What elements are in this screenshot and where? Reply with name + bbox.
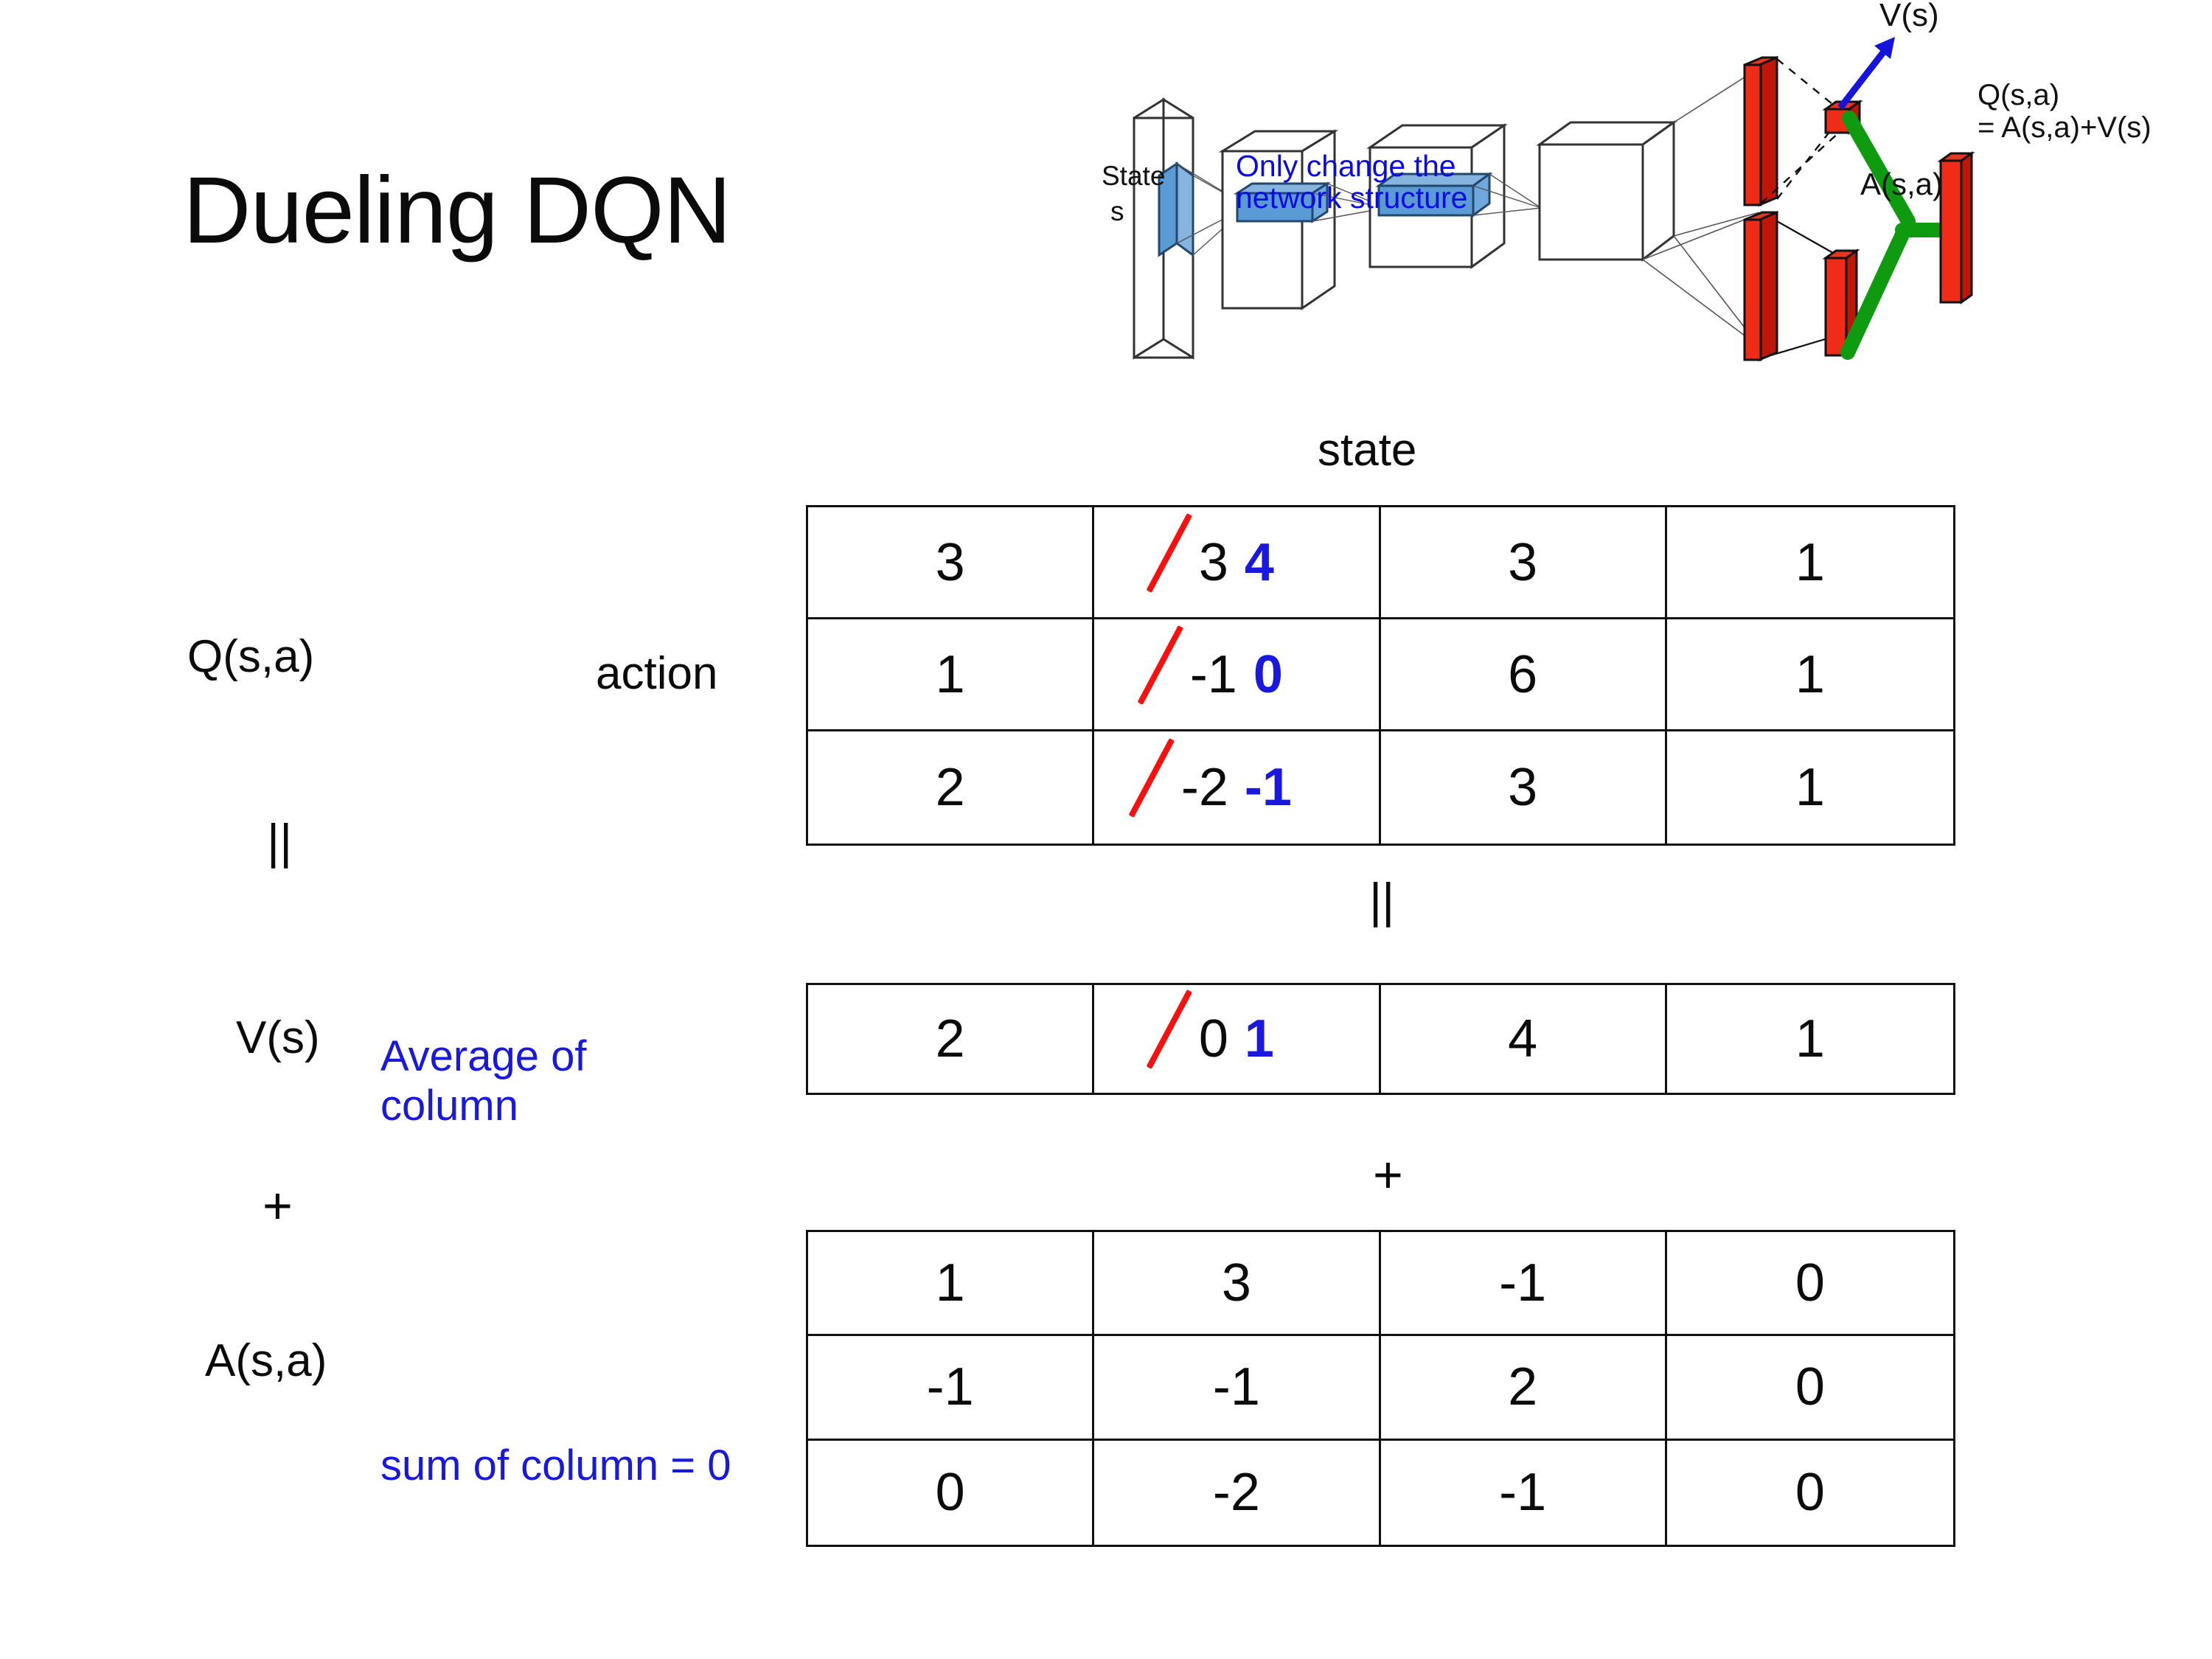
table-cell: 0: [1795, 1463, 1825, 1523]
dueling-network-diagram: State s Only change the network structur…: [1091, 0, 2212, 428]
value-stream-bar: [1743, 55, 1778, 207]
page-title: Dueling DQN: [183, 158, 731, 263]
table-cell: -2: [1094, 1440, 1381, 1545]
table-cell-updated: -2 -1: [1094, 731, 1381, 844]
old-value-struck: 3: [1146, 512, 1228, 593]
old-value-struck: 0: [1146, 990, 1228, 1069]
q-output-label-line2: = A(s,a)+V(s): [1978, 111, 2152, 144]
table-cell: 2: [808, 985, 1095, 1093]
state-axis-label: state: [1318, 425, 1417, 476]
advantage-stream-bar: [1743, 210, 1778, 362]
table-cell: -1: [1381, 1440, 1667, 1545]
table-cell: 3: [1380, 507, 1667, 619]
table-cell: 3: [1381, 731, 1667, 844]
table-cell-updated: -1 0: [1094, 619, 1381, 731]
strikethrough-icon: [1146, 990, 1192, 1069]
table-cell: 6: [1380, 619, 1667, 731]
new-value: 0: [1253, 644, 1283, 704]
value-dashed-links: [1760, 58, 1841, 204]
table-cell: 1: [1795, 758, 1825, 817]
equals-sign-middle: ||: [1369, 873, 1395, 928]
table-cell: 1: [808, 1232, 1095, 1337]
q-output-label-line1: Q(s,a): [1978, 79, 2060, 111]
network-architecture-svg: [1133, 37, 1975, 362]
a-function-label: A(s,a): [205, 1335, 327, 1386]
advantage-table: 1 3 -1 0 -1 -1 2 0 0 -2 -1 0: [806, 1230, 1955, 1547]
note-average-of-column: Average of column: [380, 1032, 587, 1130]
conv-block-3: [1536, 120, 1677, 262]
table-cell: -1: [808, 1336, 1095, 1441]
table-cell: 1: [1666, 507, 1953, 619]
conv-filter-1: [1233, 181, 1332, 223]
network-note-line1: Only change the: [1236, 149, 1456, 183]
table-cell: 0: [1666, 1336, 1953, 1441]
note-sum-of-column: sum of column = 0: [380, 1441, 731, 1489]
new-value: 1: [1244, 1009, 1274, 1068]
state-input-label: State: [1102, 161, 1166, 191]
table-cell: 0: [1666, 1232, 1953, 1337]
table-cell: -1: [1380, 1232, 1667, 1337]
plus-sign-middle: +: [1373, 1146, 1403, 1203]
action-axis-label: action: [596, 648, 718, 699]
value-arrow: [1837, 37, 1895, 110]
new-value: -1: [1244, 758, 1292, 817]
advantage-output-label: A(s,a): [1860, 167, 1944, 201]
table-cell: 2: [808, 731, 1095, 844]
table-cell: 1: [1795, 1009, 1825, 1068]
v-function-label: V(s): [236, 1012, 320, 1063]
old-value-struck: -1: [1137, 625, 1237, 705]
strikethrough-icon: [1128, 738, 1175, 818]
conv-filter-2: [1375, 172, 1493, 218]
strikethrough-icon: [1137, 625, 1183, 705]
table-cell: 0: [808, 1440, 1095, 1545]
plus-sign-left: +: [262, 1177, 293, 1234]
table-cell: -1: [1094, 1336, 1381, 1441]
state-input-sublabel: s: [1110, 196, 1124, 226]
table-cell: 2: [1380, 1336, 1667, 1441]
merge-connector: [1840, 111, 1960, 360]
network-note-line2: network structure: [1236, 181, 1468, 215]
table-cell: 4: [1381, 985, 1667, 1093]
old-value-struck: -2: [1128, 738, 1228, 818]
q-function-label: Q(s,a): [187, 631, 315, 682]
table-cell: 1: [808, 619, 1095, 731]
new-value: 4: [1244, 532, 1274, 592]
strikethrough-icon: [1146, 512, 1192, 593]
table-cell: 3: [808, 507, 1095, 619]
value-output-label: V(s): [1879, 0, 1939, 33]
table-cell: 1: [1666, 619, 1953, 731]
equals-sign-left: ||: [267, 814, 293, 869]
q-output-bar: [1937, 151, 1975, 305]
input-patch: [1158, 161, 1194, 257]
table-cell: 3: [1094, 1232, 1381, 1337]
